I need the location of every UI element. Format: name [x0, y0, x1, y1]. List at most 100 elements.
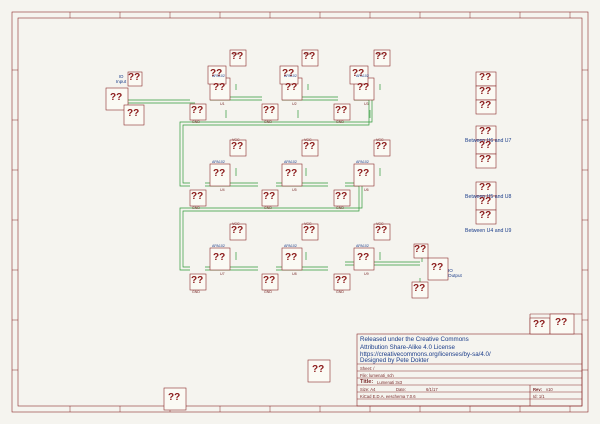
part-apa102-1: APA102 — [212, 74, 225, 78]
io-input-label: IO Input — [115, 74, 127, 84]
part-apa102-8: APA102 — [284, 244, 297, 248]
part-apa102-2: APA102 — [284, 74, 297, 78]
led-9-box — [353, 247, 375, 271]
gnd-symbol-3-box — [333, 103, 351, 121]
gnd-text-1: GND — [192, 120, 200, 124]
logo-2-box — [549, 313, 575, 335]
vcc-symbol-4-placeholder: ?? — [231, 141, 244, 152]
gnd-symbol-4-box — [189, 189, 207, 207]
led-9-placeholder: ?? — [357, 252, 370, 263]
u1-overlap-box — [207, 65, 227, 85]
output-connector-box — [427, 257, 449, 281]
title-label: Title: — [360, 378, 374, 385]
gnd-symbol-7-box — [189, 273, 207, 291]
title-value: Lumenati 3x3 — [377, 380, 403, 385]
vcc-text-7: VCC — [232, 222, 240, 226]
cap-2-a-placeholder: ?? — [479, 182, 492, 193]
input-connector-placeholder: ?? — [110, 92, 123, 103]
cap-0-a-placeholder: ?? — [479, 72, 492, 83]
gnd-text-8: GND — [264, 290, 272, 294]
gnd-symbol-2-placeholder: ?? — [263, 105, 276, 116]
designer: Designed by Pete Dokter — [360, 357, 429, 364]
gnd-text-5: GND — [264, 206, 272, 210]
gnd-symbol-9-placeholder: ?? — [335, 275, 348, 286]
ref-U8: U8 — [292, 272, 297, 276]
gnd-symbol-7-placeholder: ?? — [191, 275, 204, 286]
tool-label: KiCad E.D.A. eeschema 7.0.6 — [360, 394, 416, 399]
cap-1-b-placeholder: ?? — [479, 140, 492, 151]
vcc-text-1: VCC — [232, 52, 240, 56]
ref-U9: U9 — [364, 272, 369, 276]
led-6-placeholder: ?? — [357, 168, 370, 179]
ref-U1: U1 — [220, 102, 225, 106]
outer-frame — [11, 11, 589, 413]
cap-1-a-placeholder: ?? — [479, 126, 492, 137]
output-vcc-placeholder: ?? — [414, 244, 427, 255]
vcc-symbol-8-placeholder: ?? — [303, 225, 316, 236]
cap-2-c-placeholder: ?? — [479, 210, 492, 221]
vcc-symbol-3-box — [373, 49, 391, 67]
logo-2-placeholder: ?? — [555, 317, 568, 328]
part-apa102-4: APA102 — [212, 160, 225, 164]
note-u4-u9: Between U4 and U9 — [465, 228, 512, 234]
cap-2-b-placeholder: ?? — [479, 196, 492, 207]
vcc-symbol-7-box — [229, 223, 247, 241]
gnd-text-7: GND — [192, 290, 200, 294]
ref-U3: U3 — [364, 102, 369, 106]
title-block — [356, 313, 583, 407]
vcc-symbol-7-placeholder: ?? — [231, 225, 244, 236]
license-line-2: Attribution Share-Alike 4.0 License — [360, 344, 455, 351]
led-2-placeholder: ?? — [285, 82, 298, 93]
file-label: File: lumenati_sch — [360, 373, 394, 378]
input-gnd-placeholder: ?? — [127, 108, 140, 119]
license-url: https://creativecommons.org/licenses/by-… — [360, 351, 491, 358]
u2-overlap-placeholder: ?? — [282, 68, 295, 79]
date-label: Date: — [396, 387, 407, 392]
note-u6-u7: Between U6 and U7 — [465, 138, 512, 144]
led-3-placeholder: ?? — [357, 82, 370, 93]
vcc-symbol-5-placeholder: ?? — [303, 141, 316, 152]
cap-0-c-placeholder: ?? — [479, 100, 492, 111]
components — [105, 49, 575, 411]
gnd-text-4: GND — [192, 206, 200, 210]
note-u5-u8: Between U5 and U8 — [465, 194, 512, 200]
output-vcc-box — [413, 243, 429, 259]
led-1-placeholder: ?? — [213, 82, 226, 93]
vcc-text-5: VCC — [304, 138, 312, 142]
led-5-placeholder: ?? — [285, 168, 298, 179]
vcc-text-8: VCC — [304, 222, 312, 226]
part-apa102-6: APA102 — [356, 160, 369, 164]
led-4-placeholder: ?? — [213, 168, 226, 179]
output-gnd-placeholder: ?? — [413, 283, 426, 294]
input-vcc-box — [127, 71, 143, 87]
gnd-text-6: GND — [336, 206, 344, 210]
fiducial-2-placeholder: ?? — [168, 392, 181, 403]
vcc-text-6: VCC — [376, 138, 384, 142]
gnd-symbol-6-placeholder: ?? — [335, 191, 348, 202]
led-5-box — [281, 163, 303, 187]
gnd-symbol-9-box — [333, 273, 351, 291]
gnd-symbol-4-placeholder: ?? — [191, 191, 204, 202]
fiducial-1-placeholder: ?? — [312, 364, 325, 375]
ref-U7: U7 — [220, 272, 225, 276]
gnd-symbol-3-placeholder: ?? — [335, 105, 348, 116]
gnd-symbol-1-placeholder: ?? — [191, 105, 204, 116]
cap-2-c-box — [475, 209, 497, 225]
led-6-box — [353, 163, 375, 187]
rev-value: v10 — [546, 387, 553, 392]
vcc-text-3: VCC — [376, 52, 384, 56]
vcc-text-2: VCC — [304, 52, 312, 56]
license-line-1: Released under the Creative Commons — [360, 336, 469, 343]
input-vcc-placeholder: ?? — [128, 72, 141, 83]
output-gnd-box — [411, 281, 429, 299]
border-ticks — [12, 12, 588, 412]
led-8-placeholder: ?? — [285, 252, 298, 263]
gnd-symbol-2-box — [261, 103, 279, 121]
cap-1-c-placeholder: ?? — [479, 154, 492, 165]
logo-1-placeholder: ?? — [533, 319, 546, 330]
vcc-symbol-6-placeholder: ?? — [375, 141, 388, 152]
vcc-symbol-2-placeholder: ?? — [303, 51, 316, 62]
gnd-symbol-6-box — [333, 189, 351, 207]
u2-overlap-box — [279, 65, 299, 85]
